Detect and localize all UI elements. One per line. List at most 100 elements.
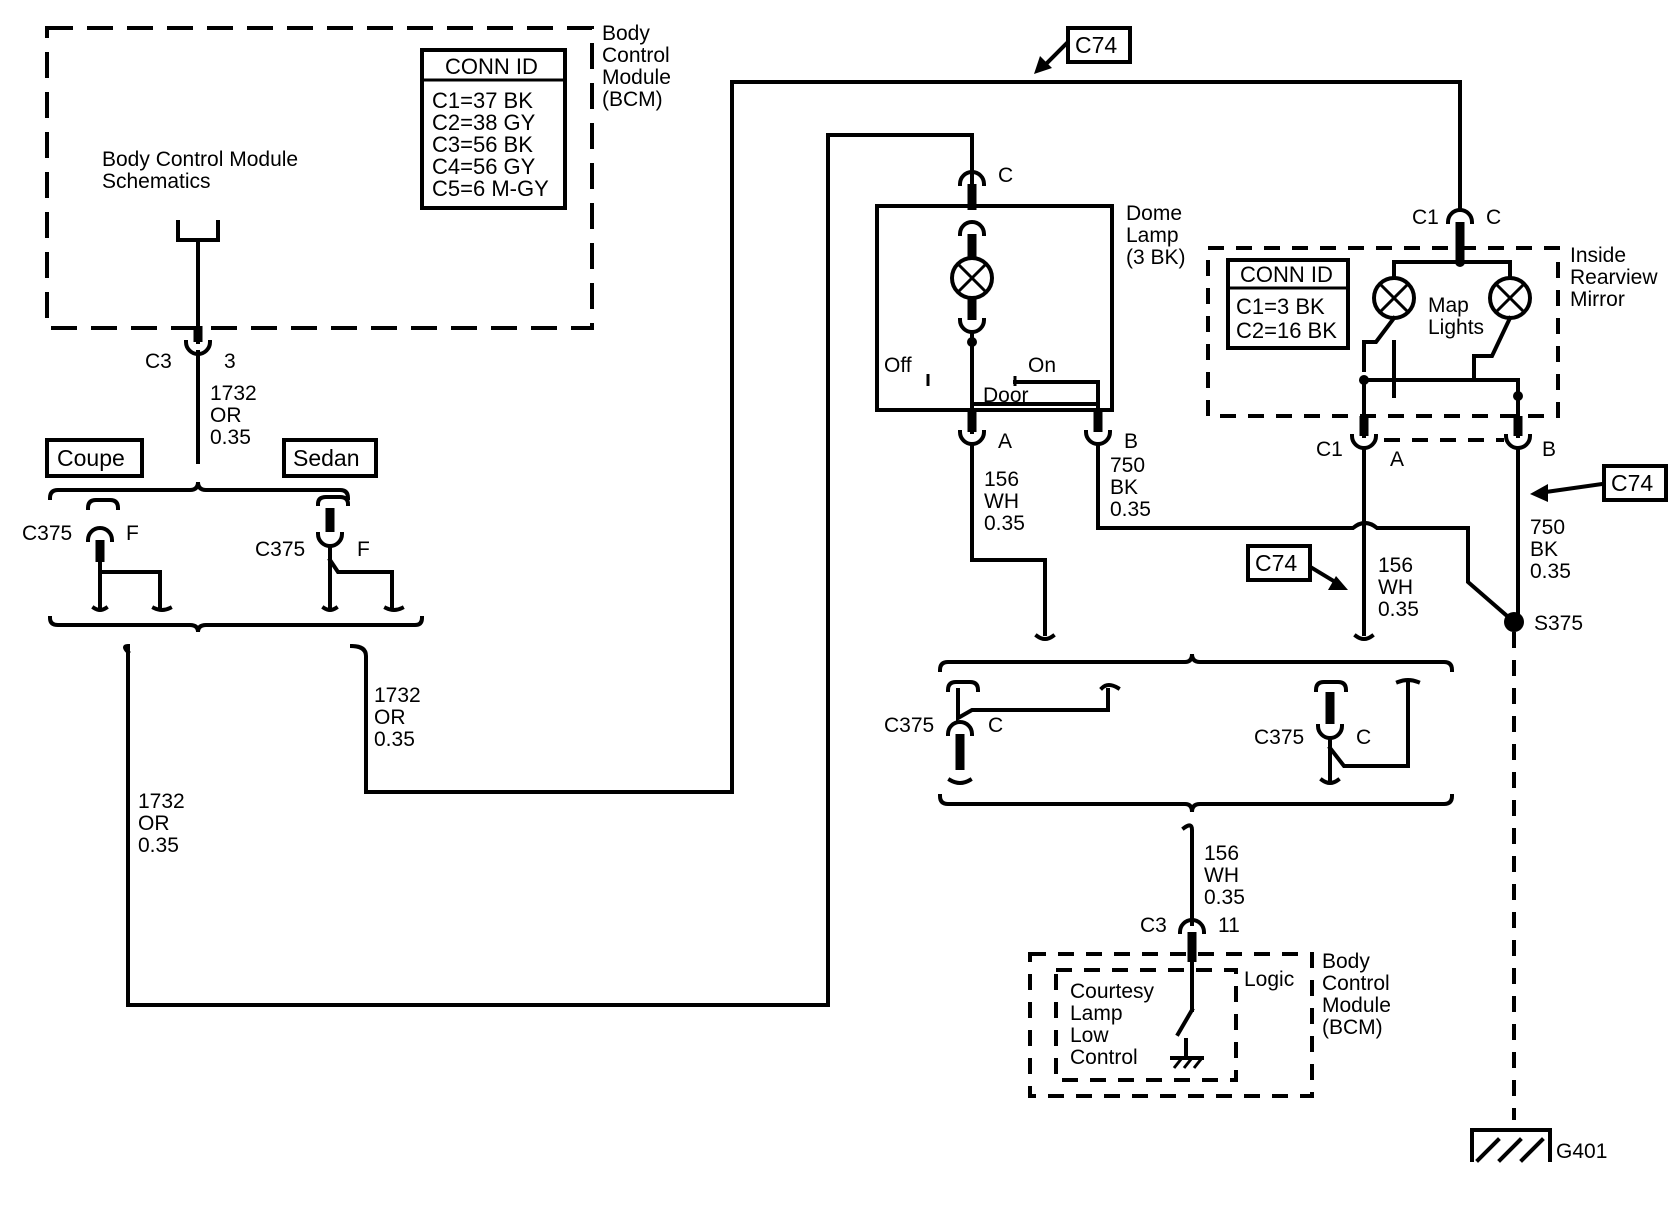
bottom-bcm: C3 11 Logic Body Control Module (BCM) Co… [1028, 914, 1391, 1098]
bottom-bcm-label-2: Control [1322, 972, 1390, 995]
schematics-text-2: Schematics [102, 170, 211, 193]
top-bcm: Body Control Module (BCM) CONN ID C1=37 … [45, 22, 671, 373]
top-conn-id-row-1: C1=37 BK [432, 88, 533, 113]
lower-c375-left-connector [945, 720, 975, 737]
wire-156-mirror-size: 0.35 [1378, 598, 1419, 621]
c74-tag-mid-label: C74 [1255, 550, 1297, 576]
sedan-pin-f: F [357, 538, 370, 561]
splice-s375 [1504, 612, 1524, 632]
mirror-pin-b: B [1542, 438, 1556, 461]
bottom-bcm-label-1: Body [1322, 950, 1370, 973]
c74-top-arrow [1034, 56, 1052, 74]
c74-tag-mid: C74 [1246, 544, 1348, 590]
wire-1732-top-num: 1732 [210, 382, 257, 405]
bottom-bcm-label-3: Module [1322, 994, 1391, 1017]
coupe-label: Coupe [57, 445, 125, 471]
wire-1732-left [123, 133, 974, 1007]
wire-750-b [1096, 442, 1517, 625]
mirror-label-3: Mirror [1570, 288, 1625, 311]
wire-750-mirror-size: 0.35 [1530, 560, 1571, 583]
coupe-pin-f: F [126, 522, 139, 545]
ground-label: G401 [1556, 1140, 1607, 1163]
wire-156-mirror-num: 156 [1378, 554, 1413, 577]
dome-pin-b: B [1124, 430, 1138, 453]
mirror-bottom-conn: C1 [1316, 438, 1343, 461]
wire-156-a-num: 156 [984, 468, 1019, 491]
wire-750-b-num: 750 [1110, 454, 1145, 477]
wire-156-bottom-color: WH [1204, 864, 1239, 887]
dome-switch-door: Door [983, 384, 1029, 407]
wire-750-mirror-color: BK [1530, 538, 1558, 561]
courtesy-label-2: Lamp [1070, 1002, 1123, 1025]
lower-c375-right-pin: C [1356, 726, 1371, 749]
lower-c375-left-pin: C [988, 714, 1003, 737]
c74-tag-top: C74 [1034, 26, 1132, 74]
wire-156-a-color: WH [984, 490, 1019, 513]
mirror-pin-a: A [1390, 448, 1404, 471]
c74-tag-top-label: C74 [1075, 32, 1117, 58]
courtesy-label-4: Control [1070, 1046, 1138, 1069]
wire-1732-top-size: 0.35 [210, 426, 251, 449]
courtesy-label-3: Low [1070, 1024, 1109, 1047]
lower-c375-left-label: C375 [884, 714, 934, 737]
bottom-bcm-label-4: (BCM) [1322, 1016, 1383, 1039]
wire-1732-left-num: 1732 [138, 790, 185, 813]
wire-1732-mid-color: OR [374, 706, 406, 729]
courtesy-control-boundary [1054, 968, 1238, 1082]
wire-750-b-size: 0.35 [1110, 498, 1151, 521]
dome-lamp: C Dome Lamp (3 BK) Off On Door A B [875, 164, 1186, 453]
inside-rearview-mirror: C1 C Inside Rearview Mirror CONN ID C1=3… [1206, 206, 1658, 471]
lower-brace-top [937, 653, 1455, 673]
mirror-conn-id-table [1226, 258, 1350, 350]
c74-mid-arrow [1328, 576, 1348, 590]
mirror-top-pin: C [1486, 206, 1501, 229]
wire-156-bottom-size: 0.35 [1204, 886, 1245, 909]
wire-1732-left-color: OR [138, 812, 170, 835]
bottom-c3-pin-label: 11 [1218, 914, 1240, 937]
coupe-c375-label: C375 [22, 522, 72, 545]
sedan-label: Sedan [293, 445, 360, 471]
variant-options: Coupe Sedan C375 F C375 F [22, 438, 425, 633]
dome-switch-off: Off [884, 354, 912, 377]
map-lights-label-1: Map [1428, 294, 1469, 317]
top-bcm-boundary [45, 26, 594, 330]
bottom-c3-conn-label: C3 [1140, 914, 1167, 937]
c74-tag-right-label: C74 [1611, 470, 1653, 496]
wire-1732-mid [349, 80, 1462, 794]
top-bcm-label-1: Body [602, 22, 650, 45]
wire-156-mirror-color: WH [1378, 576, 1413, 599]
top-conn-id-row-5: C5=6 M-GY [432, 176, 549, 201]
wire-156-a-size: 0.35 [984, 512, 1025, 535]
courtesy-label-1: Courtesy [1070, 980, 1155, 1003]
coupe-tag [45, 438, 144, 478]
mirror-label-1: Inside [1570, 244, 1626, 267]
courtesy-switch [1175, 1007, 1195, 1037]
sedan-c375-label: C375 [255, 538, 305, 561]
schematics-bracket [176, 220, 220, 242]
splice-label: S375 [1534, 612, 1583, 635]
dome-label-1: Dome [1126, 202, 1182, 225]
dome-label-2: Lamp [1126, 224, 1179, 247]
option-brace-top [47, 481, 351, 501]
map-lights-label-2: Lights [1428, 316, 1484, 339]
mirror-label-2: Rearview [1570, 266, 1658, 289]
c74-tag-right: C74 [1530, 464, 1668, 502]
wire-1732-mid-num: 1732 [374, 684, 421, 707]
dome-switch-on: On [1028, 354, 1056, 377]
bottom-bcm-boundary [1028, 952, 1314, 1098]
dome-lamp-housing [875, 204, 1114, 412]
option-brace-bottom [47, 615, 425, 633]
wire-1732-mid-size: 0.35 [374, 728, 415, 751]
wire-750-mirror-num: 750 [1530, 516, 1565, 539]
top-c3-conn-label: C3 [145, 350, 172, 373]
ground-g401: G401 [1470, 1128, 1607, 1163]
dome-pin-c: C [998, 164, 1013, 187]
bottom-c3-connector [1177, 918, 1207, 935]
wire-1732-top-color: OR [210, 404, 242, 427]
top-conn-id-table [420, 48, 567, 210]
dome-label-3: (3 BK) [1126, 246, 1186, 269]
lower-brace-bottom [937, 793, 1455, 813]
top-bcm-label-4: (BCM) [602, 88, 663, 111]
lower-c375-right-label: C375 [1254, 726, 1304, 749]
